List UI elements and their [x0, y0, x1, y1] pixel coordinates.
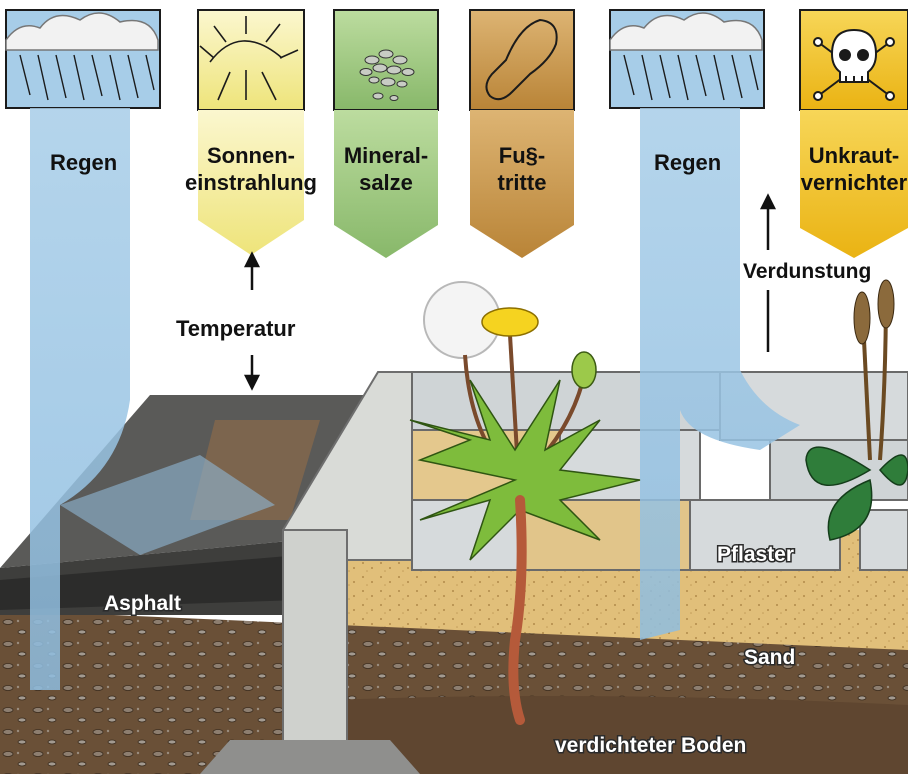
label-salze: salze	[359, 170, 413, 195]
label-asphalt: Asphalt	[104, 592, 181, 615]
label-regen-left: Regen	[50, 150, 117, 175]
herbicide-factor	[800, 10, 908, 258]
label-temperatur: Temperatur	[176, 316, 296, 341]
mineral-salts-factor	[334, 10, 438, 258]
label-vernichter: vernichter	[801, 170, 908, 195]
label-unkraut: Unkraut-	[809, 143, 899, 168]
footsteps-factor	[470, 10, 574, 258]
label-sand: Sand	[744, 646, 795, 669]
label-mineral: Mineral-	[344, 143, 428, 168]
label-fuss: Fu§-	[499, 143, 545, 168]
sun-factor	[198, 10, 304, 255]
dandelion-flower	[482, 308, 538, 336]
label-pflaster: Pflaster	[717, 543, 794, 566]
dandelion-bud	[572, 352, 596, 388]
label-regen-right: Regen	[654, 150, 721, 175]
curb-stone-face	[283, 530, 347, 770]
label-einstrahlung: einstrahlung	[185, 170, 317, 195]
label-boden: verdichteter Boden	[555, 734, 746, 757]
label-sonnen: Sonnen-	[207, 143, 295, 168]
label-tritte: tritte	[498, 170, 547, 195]
under-curb-gravel	[200, 740, 420, 774]
label-verdunstung: Verdunstung	[743, 260, 871, 283]
